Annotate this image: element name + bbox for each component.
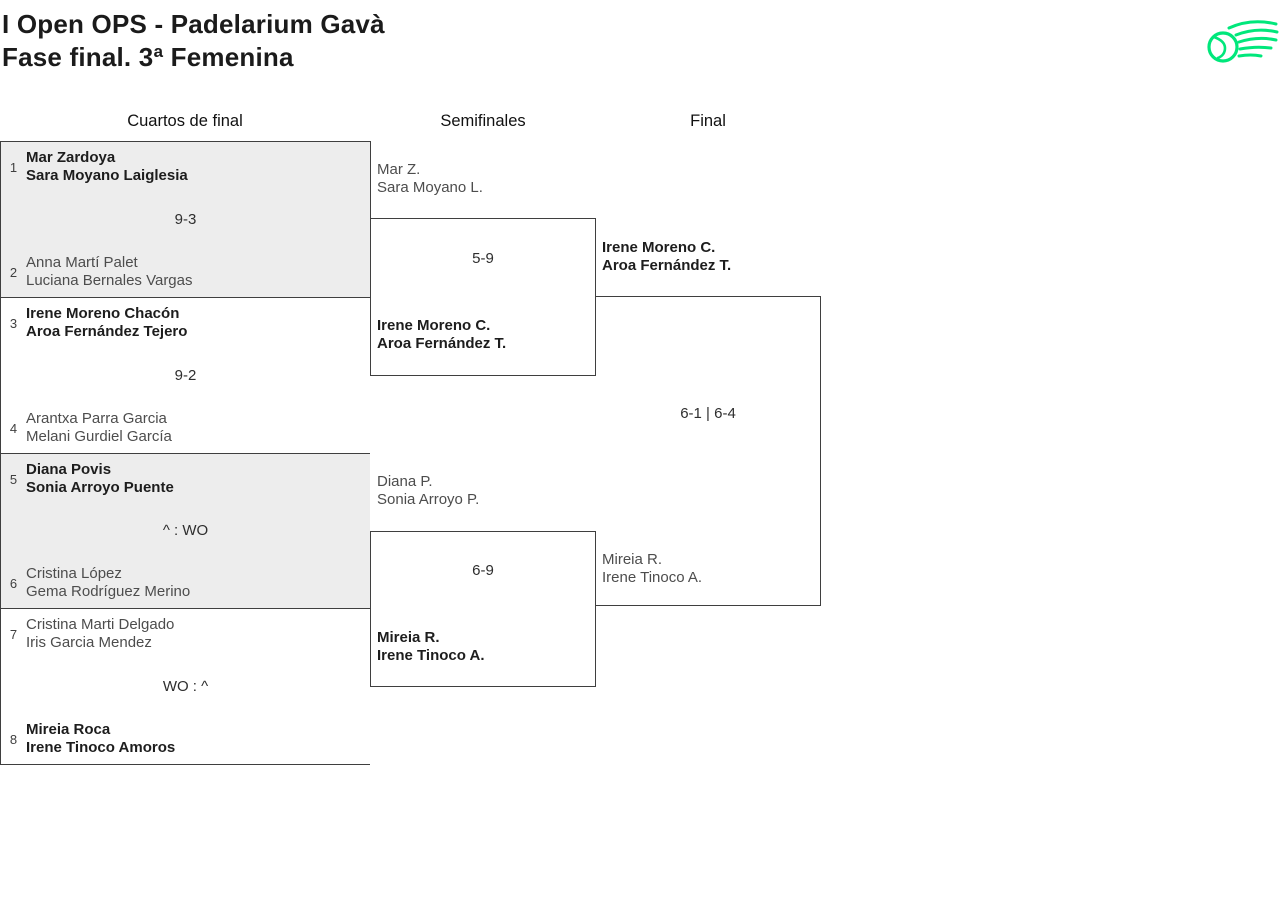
sf-match-1-box xyxy=(370,218,596,376)
team-players: Anna Martí Palet Luciana Bernales Vargas xyxy=(26,254,370,290)
team-players: Mireia Roca Irene Tinoco Amoros xyxy=(26,721,370,757)
player-name: Sara Moyano L. xyxy=(377,179,483,196)
seed-number: 5 xyxy=(9,471,18,487)
round-header-semifinales: Semifinales xyxy=(440,112,526,130)
player-name: Mireia R. xyxy=(602,551,663,568)
team-players: Diana Povis Sonia Arroyo Puente xyxy=(26,461,370,497)
category-subtitle: Fase final. 3ª Femenina xyxy=(2,42,294,72)
match-score: WO : ^ xyxy=(162,677,209,695)
player-name: Cristina López xyxy=(26,565,122,582)
team-players: Mar Zardoya Sara Moyano Laiglesia xyxy=(26,149,370,185)
team-row: 2 Anna Martí Palet Luciana Bernales Varg… xyxy=(1,254,370,290)
sf1-team2-label: Irene Moreno C. Aroa Fernández T. xyxy=(377,317,506,353)
player-name: Aroa Fernández T. xyxy=(377,335,507,352)
player-name: Irene Moreno Chacón xyxy=(26,305,180,322)
player-name: Diana P. xyxy=(377,473,433,490)
player-name: Aroa Fernández Tejero xyxy=(26,323,188,340)
padel-ball-icon xyxy=(1207,20,1279,63)
page-title: I Open OPS - Padelarium Gavà Fase final.… xyxy=(2,8,385,74)
player-name: Irene Tinoco Amoros xyxy=(26,739,176,756)
qf-match-4: 7 Cristina Marti Delgado Iris Garcia Men… xyxy=(0,608,370,765)
tournament-title: I Open OPS - Padelarium Gavà xyxy=(2,9,385,39)
team-row: 1 Mar Zardoya Sara Moyano Laiglesia xyxy=(1,149,370,185)
connector-line xyxy=(370,141,371,219)
sf1-team1-label: Mar Z. Sara Moyano L. xyxy=(377,161,483,197)
player-name: Irene Moreno C. xyxy=(602,239,716,256)
seed-number: 4 xyxy=(9,420,18,436)
seed-number: 6 xyxy=(9,575,18,591)
qf-match-1: 1 Mar Zardoya Sara Moyano Laiglesia 9-3 … xyxy=(0,141,370,298)
team-row: 4 Arantxa Parra Garcia Melani Gurdiel Ga… xyxy=(1,410,370,446)
qf-match-3: 5 Diana Povis Sonia Arroyo Puente ^ : WO… xyxy=(0,453,370,609)
ball-swoosh-logo xyxy=(1203,16,1279,68)
player-name: Anna Martí Palet xyxy=(26,254,138,271)
sf-match-2-box xyxy=(370,531,596,687)
team-players: Arantxa Parra Garcia Melani Gurdiel Garc… xyxy=(26,410,370,446)
player-name: Mireia R. xyxy=(377,629,440,646)
sf2-team2-label: Mireia R. Irene Tinoco A. xyxy=(377,629,485,665)
seed-number: 3 xyxy=(9,315,18,331)
round-header-final: Final xyxy=(690,112,726,130)
sf2-score: 6-9 xyxy=(472,562,494,579)
player-name: Sonia Arroyo Puente xyxy=(26,479,174,496)
team-row: 5 Diana Povis Sonia Arroyo Puente xyxy=(1,461,370,497)
seed-number: 1 xyxy=(9,159,18,175)
final-score: 6-1 | 6-4 xyxy=(680,405,736,422)
player-name: Irene Moreno C. xyxy=(377,317,491,334)
player-name: Irene Tinoco A. xyxy=(602,569,703,586)
round-header-cuartos: Cuartos de final xyxy=(127,112,243,130)
team-players: Irene Moreno Chacón Aroa Fernández Tejer… xyxy=(26,305,370,341)
team-players: Cristina López Gema Rodríguez Merino xyxy=(26,565,370,601)
team-players: Cristina Marti Delgado Iris Garcia Mende… xyxy=(26,616,370,652)
player-name: Mar Z. xyxy=(377,161,421,178)
player-name: Gema Rodríguez Merino xyxy=(26,583,191,600)
player-name: Arantxa Parra Garcia xyxy=(26,410,167,427)
final-team1-label: Irene Moreno C. Aroa Fernández T. xyxy=(602,239,731,275)
player-name: Mar Zardoya xyxy=(26,149,116,166)
seed-number: 2 xyxy=(9,264,18,280)
player-name: Diana Povis xyxy=(26,461,112,478)
team-row: 6 Cristina López Gema Rodríguez Merino xyxy=(1,565,370,601)
player-name: Luciana Bernales Vargas xyxy=(26,272,193,289)
seed-number: 7 xyxy=(9,626,18,642)
player-name: Mireia Roca xyxy=(26,721,111,738)
player-name: Iris Garcia Mendez xyxy=(26,634,152,651)
player-name: Sara Moyano Laiglesia xyxy=(26,167,188,184)
team-row: 7 Cristina Marti Delgado Iris Garcia Men… xyxy=(1,616,370,652)
qf-match-2: 3 Irene Moreno Chacón Aroa Fernández Tej… xyxy=(0,297,370,454)
seed-number: 8 xyxy=(9,731,18,747)
match-score: ^ : WO xyxy=(162,522,209,539)
player-name: Cristina Marti Delgado xyxy=(26,616,175,633)
final-team2-label: Mireia R. Irene Tinoco A. xyxy=(602,551,702,587)
match-score: 9-3 xyxy=(174,210,197,228)
sf1-score: 5-9 xyxy=(472,250,494,267)
player-name: Melani Gurdiel García xyxy=(26,428,172,445)
sf2-team1-label: Diana P. Sonia Arroyo P. xyxy=(377,473,479,509)
team-row: 3 Irene Moreno Chacón Aroa Fernández Tej… xyxy=(1,305,370,341)
player-name: Aroa Fernández T. xyxy=(602,257,732,274)
final-match-box xyxy=(595,296,821,606)
match-score: 9-2 xyxy=(174,366,197,384)
player-name: Sonia Arroyo P. xyxy=(377,491,480,508)
team-row: 8 Mireia Roca Irene Tinoco Amoros xyxy=(1,721,370,757)
player-name: Irene Tinoco A. xyxy=(377,647,485,664)
